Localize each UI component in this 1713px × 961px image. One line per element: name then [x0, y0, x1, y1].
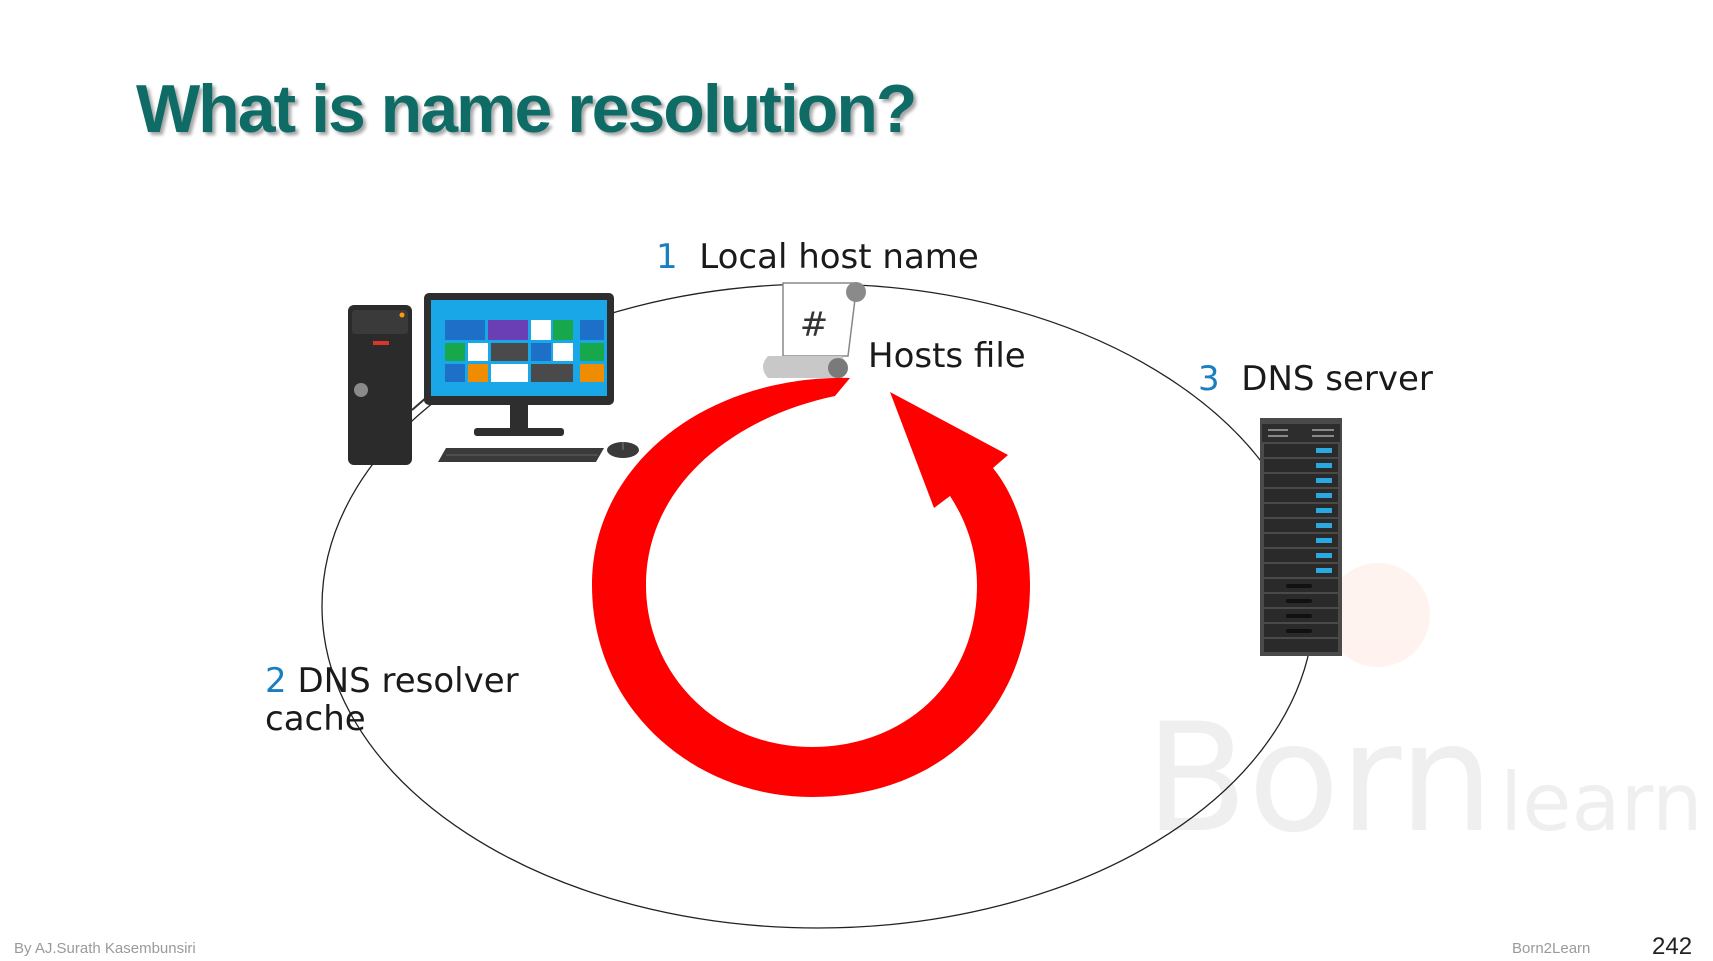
desktop-computer-icon [348, 293, 639, 465]
page-number: 242 [1652, 933, 1693, 960]
footer-author: By AJ.Surath Kasembunsiri [14, 940, 196, 957]
step-2-text: DNS resolver [297, 661, 519, 701]
step-1-text: Local host name [699, 237, 979, 277]
svg-text:learn: learn [1500, 756, 1703, 849]
step-2-number: 2 [265, 661, 287, 701]
footer-brand: Born2Learn [1512, 940, 1591, 957]
slide-title: What is name resolution? [136, 71, 917, 147]
scroll-document-icon [763, 282, 866, 378]
step-3-text: DNS server [1241, 359, 1433, 399]
step-2-line-1: 2 DNS resolver [265, 662, 519, 700]
hash-symbol: # [800, 305, 829, 345]
watermark-logo: Born learn [1145, 563, 1703, 866]
server-rack-icon [1260, 418, 1342, 656]
step-1-label: 1 Local host name [656, 238, 979, 276]
step-3-label: 3 DNS server [1198, 360, 1433, 398]
hosts-file-label: Hosts file [868, 336, 1026, 376]
svg-text:Born: Born [1145, 692, 1494, 866]
step-2-line-2: cache [265, 699, 366, 739]
step-2-label: 2 DNS resolver cache [265, 662, 519, 738]
step-1-number: 1 [656, 237, 678, 277]
step-3-number: 3 [1198, 359, 1220, 399]
circular-arrow-icon [592, 377, 1030, 797]
